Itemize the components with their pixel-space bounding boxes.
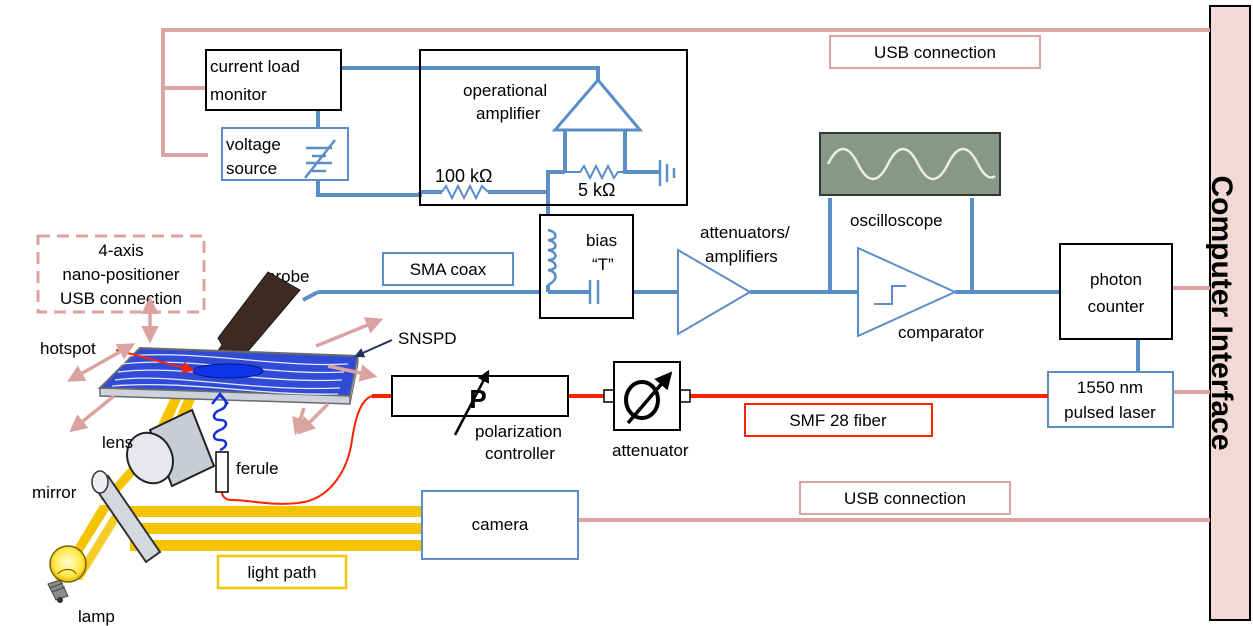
- smf-fiber-label: SMF 28 fiber: [789, 411, 887, 430]
- capacitor-icon: [588, 280, 600, 304]
- mirror-label: mirror: [32, 483, 77, 502]
- current-load-monitor-line1: current load: [210, 57, 300, 76]
- battery-icon: [304, 139, 336, 179]
- ferule: [211, 391, 229, 493]
- resistor-100k-label: 100 kΩ: [435, 166, 493, 186]
- photon-wave-icon: [212, 394, 228, 452]
- hotspot-label: hotspot: [40, 339, 96, 358]
- mirror-icon: [91, 470, 162, 564]
- attenuators-amplifiers-line1: attenuators/: [700, 223, 790, 242]
- photon-counter: photon counter: [1059, 243, 1173, 340]
- amplifier-circuit-box: operational amplifier 100 kΩ 5 kΩ: [419, 49, 688, 206]
- resistor-5k-icon: [565, 163, 625, 181]
- lamp-label: lamp: [78, 607, 115, 626]
- ferule-label: ferule: [236, 459, 279, 478]
- light-path-label: light path: [248, 563, 317, 582]
- computer-interface: Computer Interface: [1205, 5, 1251, 621]
- current-load-monitor-line2: monitor: [210, 85, 267, 104]
- fiber-attenuator: attenuator: [603, 361, 691, 460]
- fiber-loop: [221, 395, 373, 505]
- polarization-controller: P polarization controller: [391, 369, 569, 463]
- usb-connection-bottom-box: [799, 481, 1011, 515]
- voltage-source-line2: source: [226, 159, 277, 178]
- step-icon: [874, 285, 906, 305]
- ground-icon: [658, 160, 676, 186]
- attenuators-amplifiers-line2: amplifiers: [705, 247, 778, 266]
- usb-connection-top-box: [829, 35, 1041, 69]
- bias-t-line2: “T”: [592, 255, 614, 274]
- lens-icon: [126, 408, 216, 488]
- polarization-symbol: P: [469, 384, 486, 414]
- nano-positioner-line1: 4-axis: [98, 241, 143, 260]
- usb-connection-bottom-label: USB connection: [844, 489, 966, 508]
- photon-counter-line2: counter: [1088, 297, 1145, 316]
- polarization-controller-line1: polarization: [475, 422, 562, 441]
- laser-line1: 1550 nm: [1077, 378, 1143, 397]
- bias-tee: bias “T”: [539, 214, 634, 319]
- motion-arrows: [66, 296, 384, 436]
- usb-connection-top-label: USB connection: [874, 43, 996, 62]
- polarization-controller-line2: controller: [485, 444, 555, 463]
- voltage-source: voltage source: [221, 127, 349, 181]
- hotspot-spot: [192, 363, 264, 379]
- oscilloscope: oscilloscope: [819, 132, 1001, 230]
- resistor-5k-label: 5 kΩ: [578, 180, 615, 200]
- lamp-icon: [47, 545, 87, 603]
- computer-interface-label: Computer Interface: [1205, 175, 1238, 450]
- smf-fiber-box: [744, 403, 933, 437]
- oscilloscope-screen-icon: [819, 132, 1001, 196]
- operational-amplifier-line1: operational: [463, 81, 547, 100]
- attenuator-label: attenuator: [612, 441, 689, 460]
- attenuator-phi-icon: [624, 371, 673, 425]
- photon-counter-line1: photon: [1090, 270, 1142, 289]
- inductor-icon: [547, 228, 557, 287]
- lens-label: lens: [102, 433, 133, 452]
- pulsed-laser: 1550 nm pulsed laser: [1047, 371, 1174, 428]
- camera-label: camera: [472, 515, 529, 534]
- attenuators-amplifiers: attenuators/ amplifiers: [677, 223, 790, 336]
- nano-positioner-line2: nano-positioner: [62, 265, 180, 284]
- light-path-box: [216, 554, 348, 590]
- oscilloscope-label: oscilloscope: [850, 211, 943, 230]
- comparator: comparator: [857, 246, 984, 342]
- operational-amplifier-line2: amplifier: [476, 104, 541, 123]
- laser-line2: pulsed laser: [1064, 403, 1156, 422]
- bias-t-line1: bias: [586, 231, 617, 250]
- usb-connections: [161, 28, 1210, 522]
- snspd-arrow: [354, 339, 393, 358]
- sma-coax-box: [382, 252, 514, 286]
- voltage-source-line1: voltage: [226, 135, 281, 154]
- op-amp-triangle-icon: [551, 77, 644, 132]
- resistor-100k-icon: [441, 183, 489, 201]
- signal-wiring: [302, 66, 1140, 372]
- current-load-monitor: current load monitor: [205, 49, 342, 111]
- sma-coax-label: SMA coax: [410, 260, 487, 279]
- polarization-arrow-icon: [453, 369, 490, 436]
- snspd-label: SNSPD: [398, 329, 457, 348]
- nano-positioner-line3: USB connection: [60, 289, 182, 308]
- camera: camera: [421, 490, 579, 560]
- nano-positioner: 4-axis nano-positioner USB connection: [36, 234, 206, 314]
- comparator-label: comparator: [898, 323, 984, 342]
